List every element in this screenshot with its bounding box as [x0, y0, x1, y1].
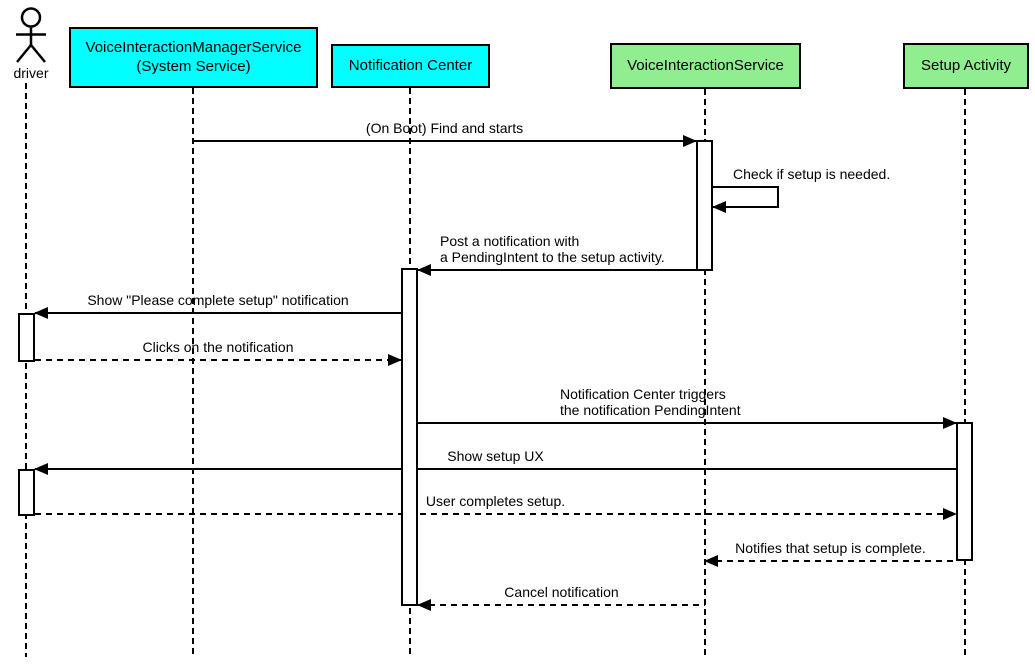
message-line — [35, 359, 401, 361]
lifeline-voice-interaction-manager-service — [192, 88, 194, 657]
message-label: Show "Please complete setup" notificatio… — [87, 292, 349, 309]
lifeline-voice-interaction-service — [704, 89, 706, 657]
message-label: User completes setup. — [425, 493, 566, 510]
arrowhead-icon — [943, 417, 957, 429]
arrowhead-icon — [417, 264, 431, 276]
lifeline-box-subtitle: (System Service) — [136, 57, 251, 75]
message-label: Check if setup is needed. — [733, 166, 891, 183]
activation-bar-notification-center — [401, 268, 418, 606]
message-label: Cancel notification — [504, 584, 619, 601]
message-line — [713, 206, 779, 208]
person-icon — [16, 7, 46, 63]
lifeline-box-notification-center: Notification Center — [331, 44, 490, 88]
message-label: Clicks on the notification — [142, 339, 294, 356]
activation-bar-voice-interaction-service — [696, 140, 713, 271]
arrowhead-icon — [704, 555, 718, 567]
actor-driver: driver — [4, 6, 58, 81]
lifeline-box-title: VoiceInteractionManagerService — [85, 38, 302, 56]
message-label: Show setup UX — [447, 448, 544, 465]
message-line — [418, 269, 696, 271]
message-line — [35, 312, 401, 314]
arrowhead-icon — [683, 135, 697, 147]
message-line — [713, 186, 779, 188]
message-label: Notification Center triggers the notific… — [560, 385, 741, 419]
message-line — [418, 604, 705, 606]
activation-bar-driver-2 — [18, 469, 35, 516]
lifeline-box-title: Setup Activity — [920, 56, 1012, 74]
message-line — [35, 468, 956, 470]
lifeline-driver — [25, 83, 27, 657]
arrowhead-icon — [388, 354, 402, 366]
message-line — [777, 186, 779, 208]
arrowhead-icon — [943, 508, 957, 520]
message-line — [705, 560, 956, 562]
lifeline-box-voice-interaction-service: VoiceInteractionService — [610, 43, 801, 89]
lifeline-box-voice-interaction-manager-service: VoiceInteractionManagerService (System S… — [69, 27, 318, 88]
activation-bar-driver-1 — [18, 313, 35, 362]
activation-bar-setup-activity — [956, 422, 973, 561]
arrowhead-icon — [34, 463, 48, 475]
message-label: Post a notification with a PendingIntent… — [440, 232, 665, 266]
lifeline-box-title: VoiceInteractionService — [627, 56, 784, 74]
lifeline-box-setup-activity: Setup Activity — [903, 43, 1029, 89]
actor-driver-label: driver — [13, 65, 49, 81]
lifeline-setup-activity — [964, 89, 966, 657]
arrowhead-icon — [417, 599, 431, 611]
arrowhead-icon — [712, 201, 726, 213]
message-label: (On Boot) Find and starts — [365, 120, 524, 137]
message-line — [418, 422, 956, 424]
message-line — [35, 513, 956, 515]
message-line — [193, 140, 696, 142]
lifeline-box-title: Notification Center — [348, 56, 473, 74]
arrowhead-icon — [34, 307, 48, 319]
message-label: Notifies that setup is complete. — [735, 540, 926, 557]
